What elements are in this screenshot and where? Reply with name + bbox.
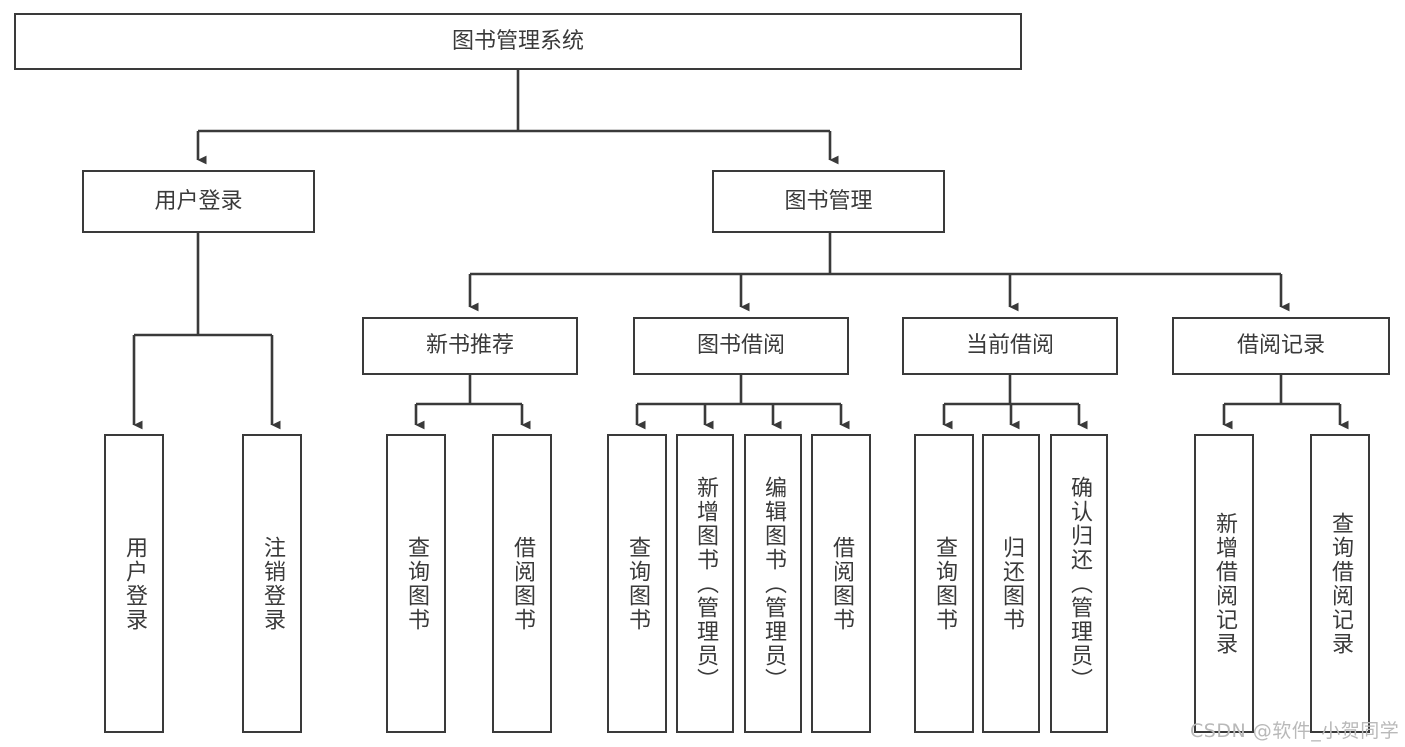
- node-current-borrow-label: 当前借阅: [965, 333, 1054, 359]
- node-book-manage[interactable]: 图书管理: [712, 170, 945, 233]
- node-leaf-user-login[interactable]: 用户登录: [104, 434, 164, 733]
- node-leaf-return-book-label: 归还图书: [998, 535, 1024, 632]
- node-leaf-add-book[interactable]: 新增图书（管理员）: [676, 434, 734, 733]
- node-leaf-query-book-2-label: 查询图书: [624, 535, 650, 632]
- node-leaf-edit-book[interactable]: 编辑图书（管理员）: [744, 434, 802, 733]
- node-leaf-add-record[interactable]: 新增借阅记录: [1194, 434, 1254, 733]
- node-leaf-user-login-label: 用户登录: [121, 535, 147, 632]
- node-leaf-borrow-book-1-label: 借阅图书: [509, 535, 535, 632]
- node-leaf-user-logout-label: 注销登录: [259, 535, 285, 632]
- node-new-book-recommend-label: 新书推荐: [425, 333, 514, 359]
- node-leaf-confirm-return-label: 确认归还（管理员）: [1066, 475, 1092, 692]
- node-leaf-confirm-return[interactable]: 确认归还（管理员）: [1050, 434, 1108, 733]
- node-leaf-query-book-1-label: 查询图书: [403, 535, 429, 632]
- node-leaf-user-logout[interactable]: 注销登录: [242, 434, 302, 733]
- node-current-borrow[interactable]: 当前借阅: [902, 317, 1118, 375]
- node-leaf-query-book-1[interactable]: 查询图书: [386, 434, 446, 733]
- node-leaf-add-book-label: 新增图书（管理员）: [692, 475, 718, 692]
- node-new-book-recommend[interactable]: 新书推荐: [362, 317, 578, 375]
- node-book-borrow-label: 图书借阅: [696, 333, 785, 359]
- node-leaf-borrow-book-1[interactable]: 借阅图书: [492, 434, 552, 733]
- node-leaf-query-book-3[interactable]: 查询图书: [914, 434, 974, 733]
- node-leaf-add-record-label: 新增借阅记录: [1211, 511, 1237, 656]
- node-leaf-query-book-3-label: 查询图书: [931, 535, 957, 632]
- node-leaf-borrow-book-2-label: 借阅图书: [828, 535, 854, 632]
- node-user-login[interactable]: 用户登录: [82, 170, 315, 233]
- node-borrow-record-label: 借阅记录: [1236, 333, 1325, 359]
- node-user-login-label: 用户登录: [154, 188, 243, 214]
- node-leaf-query-book-2[interactable]: 查询图书: [607, 434, 667, 733]
- node-leaf-edit-book-label: 编辑图书（管理员）: [760, 475, 786, 692]
- node-book-borrow[interactable]: 图书借阅: [633, 317, 849, 375]
- node-leaf-query-record-label: 查询借阅记录: [1327, 511, 1353, 656]
- node-leaf-query-record[interactable]: 查询借阅记录: [1310, 434, 1370, 733]
- node-book-manage-label: 图书管理: [784, 188, 873, 214]
- node-leaf-borrow-book-2[interactable]: 借阅图书: [811, 434, 871, 733]
- node-root[interactable]: 图书管理系统: [14, 13, 1022, 70]
- node-borrow-record[interactable]: 借阅记录: [1172, 317, 1390, 375]
- csdn-watermark: CSDN @软件_小贺同学: [1190, 720, 1400, 742]
- node-root-label: 图书管理系统: [451, 28, 584, 54]
- node-leaf-return-book[interactable]: 归还图书: [982, 434, 1040, 733]
